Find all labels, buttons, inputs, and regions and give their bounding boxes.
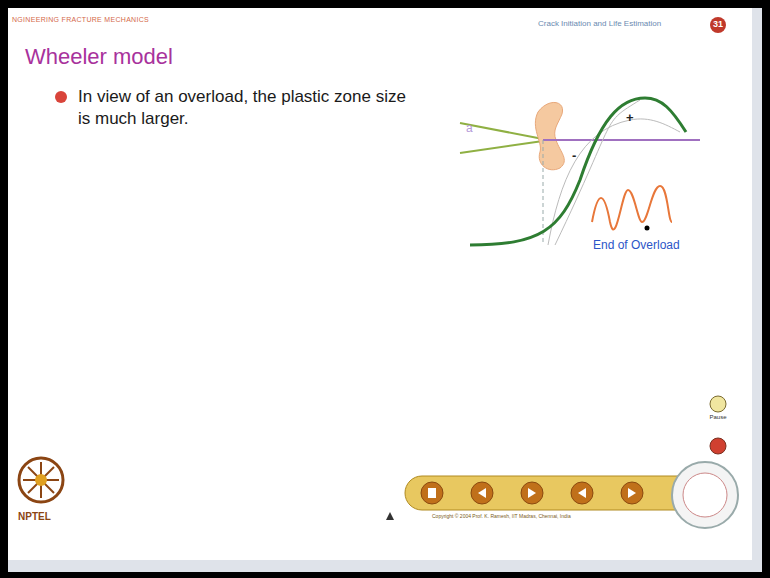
- course-header: NGINEERING FRACTURE MECHANICS: [12, 16, 149, 23]
- sign-label: -: [572, 148, 576, 163]
- crack-length-label: a: [466, 121, 473, 135]
- bullet: [55, 91, 67, 103]
- button-label: Pause: [707, 414, 729, 420]
- page-number: 31: [710, 19, 726, 29]
- page-badge: [710, 17, 726, 33]
- logo-text: NPTEL: [18, 511, 51, 522]
- slide-title: Wheeler model: [25, 44, 173, 70]
- bullet-text: In view of an overload, the plastic zone…: [78, 86, 418, 130]
- scroll-bar: [8, 560, 762, 572]
- section-header: Crack Initiation and Life Estimation: [538, 19, 661, 28]
- sign-label: +: [626, 110, 634, 125]
- copyright-note: Copyright © 2004 Prof. K. Ramesh, IIT Ma…: [432, 513, 571, 519]
- scroll-bar: [752, 8, 762, 560]
- overload-label: End of Overload: [593, 238, 680, 252]
